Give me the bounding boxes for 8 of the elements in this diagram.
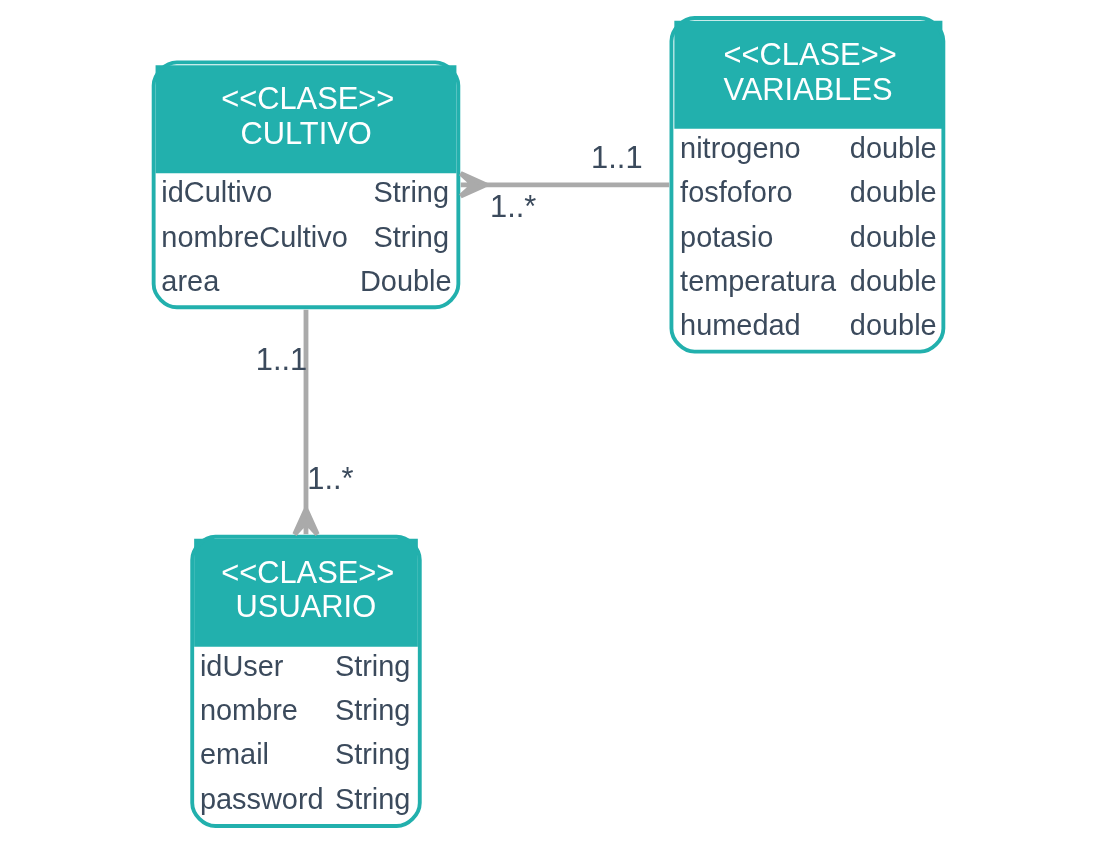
label: 1..1 (591, 139, 643, 175)
node-box: <<CLASE>> CULTIVO idCultivo String nombreCultivo String area Double (151, 60, 461, 310)
label: 1..1 (255, 341, 308, 377)
label: 1..* (490, 188, 537, 224)
connector (458, 171, 670, 199)
label: 1..* (307, 461, 354, 497)
node-box: <<CLASE>> USUARIO idUser String nombre String email String password String (190, 534, 422, 828)
connector (292, 309, 320, 537)
